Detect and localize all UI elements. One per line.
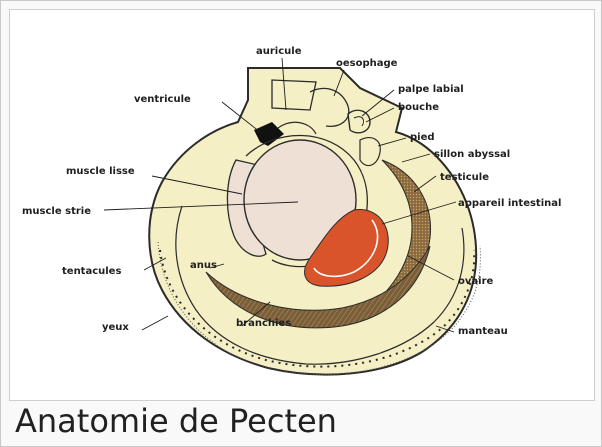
label-auricule: auricule [256, 46, 302, 57]
label-tentacules: tentacules [62, 266, 121, 277]
label-bouche: bouche [398, 102, 439, 113]
label-appareil-intestinal: appareil intestinal [458, 198, 561, 209]
label-oesophage: oesophage [336, 58, 398, 69]
figure-caption: Anatomie de Pecten [15, 405, 337, 437]
scallop-anatomy-figure[interactable]: auricule oesophage palpe labial ventricu… [9, 9, 595, 401]
foot-shape [360, 138, 380, 166]
label-muscle-strie: muscle strie [22, 206, 91, 217]
label-sillon-abyssal: sillon abyssal [434, 149, 510, 160]
label-anus: anus [190, 260, 217, 271]
label-pied: pied [410, 132, 435, 143]
label-ovaire: ovaire [458, 276, 493, 287]
label-testicule: testicule [440, 172, 489, 183]
label-ventricule: ventricule [134, 94, 191, 105]
label-branchies: branchies [236, 318, 291, 329]
label-yeux: yeux [102, 322, 129, 333]
label-muscle-lisse: muscle lisse [66, 166, 135, 177]
label-manteau: manteau [458, 326, 508, 337]
scallop-anatomy-drawing: auricule oesophage palpe labial ventricu… [10, 10, 594, 400]
label-palpe-labial: palpe labial [398, 84, 464, 95]
